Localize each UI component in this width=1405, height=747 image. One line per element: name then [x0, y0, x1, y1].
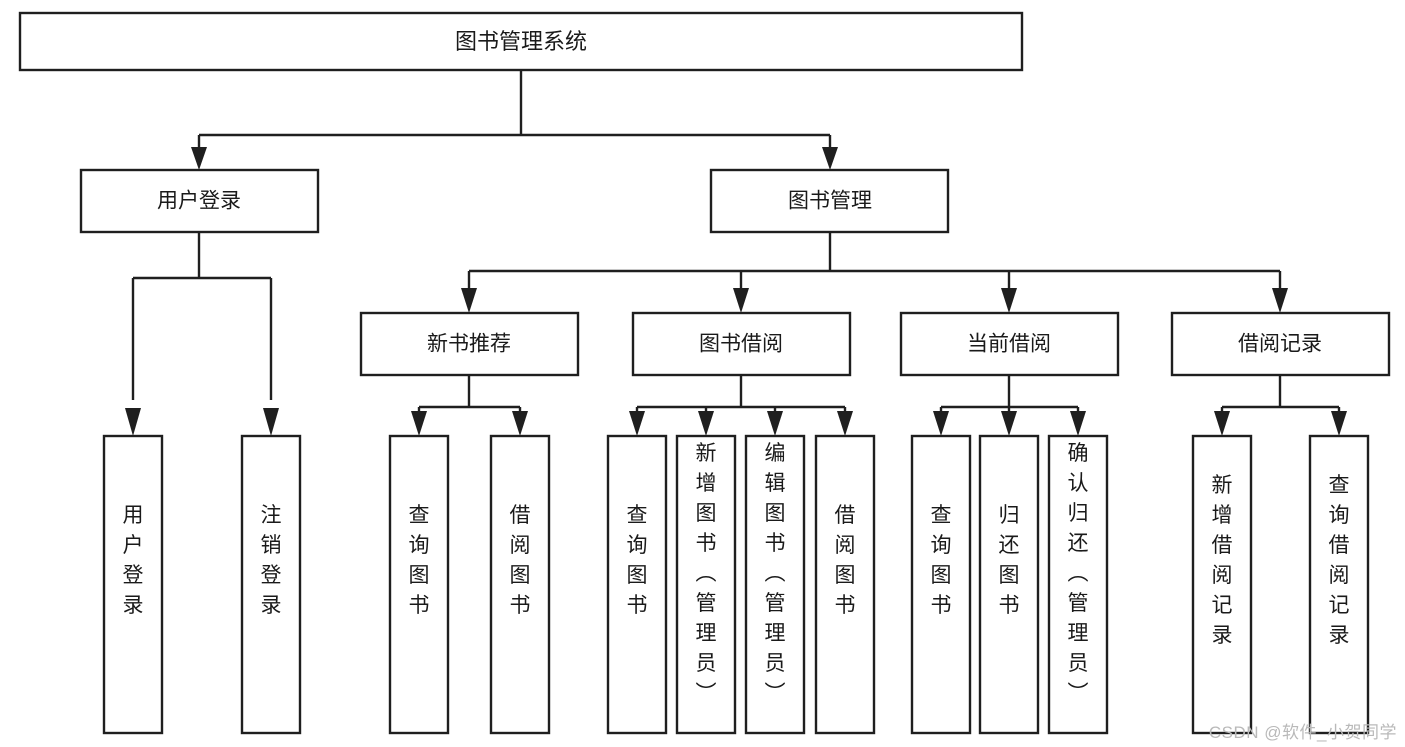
- node-borrow-record-box[interactable]: [1170, 311, 1391, 377]
- leaf-book-borrow-4[interactable]: 借阅图书: [814, 434, 876, 735]
- leaf-new-book-1-label: 查询图书: [409, 504, 430, 617]
- node-user-login[interactable]: 用户登录: [79, 168, 320, 234]
- arrow-head-book-manage: [822, 147, 838, 170]
- leaf-new-book-1[interactable]: 查询图书: [388, 434, 450, 735]
- leaf-borrow-record-2-label: 查询借阅记录: [1329, 474, 1350, 647]
- leaf-user-login-2-label: 注销登录: [261, 504, 282, 617]
- leaf-user-login-1[interactable]: 用户登录: [102, 434, 164, 735]
- arrow-head-leaf-user-login-2: [263, 408, 279, 436]
- arrow-head-leaf-user-login-1: [125, 408, 141, 436]
- leaf-book-borrow-4-box[interactable]: [814, 434, 876, 735]
- node-book-manage[interactable]: 图书管理: [709, 168, 950, 234]
- leaf-new-book-2-label: 借阅图书: [510, 504, 531, 617]
- leaf-current-borrow-3[interactable]: 确认归还︵管理员︶: [1047, 434, 1109, 735]
- node-current-borrow-label: 当前借阅: [967, 333, 1051, 356]
- arrow-head-leaf-book-borrow-4: [837, 411, 853, 436]
- arrow-head-current-borrow: [1001, 288, 1017, 313]
- leaf-book-borrow-1-box[interactable]: [606, 434, 668, 735]
- arrow-head-book-borrow: [733, 288, 749, 313]
- node-book-borrow[interactable]: 图书借阅: [631, 311, 852, 377]
- node-new-book-recommend-box[interactable]: [359, 311, 580, 377]
- node-book-manage-box[interactable]: [709, 168, 950, 234]
- arrow-head-user-login: [191, 147, 207, 170]
- node-user-login-box[interactable]: [79, 168, 320, 234]
- leaf-book-borrow-2-label: 新增图书︵管理员︶: [696, 442, 717, 705]
- leaf-book-borrow-1[interactable]: 查询图书: [606, 434, 668, 735]
- leaf-borrow-record-1[interactable]: 新增借阅记录: [1191, 434, 1253, 735]
- arrow-head-leaf-current-borrow-3: [1070, 411, 1086, 436]
- leaf-new-book-1-box[interactable]: [388, 434, 450, 735]
- arrow-head-new-book: [461, 288, 477, 313]
- arrow-head-leaf-book-borrow-3: [767, 411, 783, 436]
- leaf-book-borrow-2-box[interactable]: [675, 434, 737, 735]
- node-borrow-record[interactable]: 借阅记录: [1170, 311, 1391, 377]
- leaf-current-borrow-2[interactable]: 归还图书: [978, 434, 1040, 735]
- arrow-head-leaf-book-borrow-2: [698, 411, 714, 436]
- leaf-new-book-2[interactable]: 借阅图书: [489, 434, 551, 735]
- node-new-book-recommend-label: 新书推荐: [427, 333, 511, 356]
- leaf-current-borrow-2-box[interactable]: [978, 434, 1040, 735]
- arrow-head-leaf-book-borrow-1: [629, 411, 645, 436]
- leaf-book-borrow-4-label: 借阅图书: [835, 504, 856, 617]
- arrow-head-borrow-record: [1272, 288, 1288, 313]
- node-book-borrow-box[interactable]: [631, 311, 852, 377]
- node-root-box[interactable]: [18, 11, 1024, 72]
- leaf-current-borrow-1-box[interactable]: [910, 434, 972, 735]
- leaf-user-login-1-label: 用户登录: [123, 504, 144, 617]
- node-borrow-record-label: 借阅记录: [1238, 333, 1322, 356]
- leaf-borrow-record-2[interactable]: 查询借阅记录: [1308, 434, 1370, 735]
- leaf-borrow-record-2-box[interactable]: [1308, 434, 1370, 735]
- leaf-current-borrow-3-label: 确认归还︵管理员︶: [1068, 442, 1089, 705]
- connectors: [125, 70, 1347, 436]
- node-user-login-label: 用户登录: [157, 190, 241, 213]
- arrow-head-leaf-current-borrow-2: [1001, 411, 1017, 436]
- leaf-book-borrow-2[interactable]: 新增图书︵管理员︶: [675, 434, 737, 735]
- arrow-head-leaf-borrow-record-1: [1214, 411, 1230, 436]
- leaf-borrow-record-1-box[interactable]: [1191, 434, 1253, 735]
- leaf-user-login-2[interactable]: 注销登录: [240, 434, 302, 735]
- leaf-user-login-1-box[interactable]: [102, 434, 164, 735]
- arrow-head-leaf-new-book-2: [512, 411, 528, 436]
- csdn-watermark: CSDN @软件_小贺同学: [1208, 723, 1397, 742]
- node-book-borrow-label: 图书借阅: [699, 333, 783, 356]
- arrow-head-leaf-borrow-record-2: [1331, 411, 1347, 436]
- node-new-book-recommend[interactable]: 新书推荐: [359, 311, 580, 377]
- node-root[interactable]: 图书管理系统: [18, 11, 1024, 72]
- leaf-current-borrow-1-label: 查询图书: [931, 504, 952, 617]
- leaf-current-borrow-1[interactable]: 查询图书: [910, 434, 972, 735]
- arrow-head-leaf-current-borrow-1: [933, 411, 949, 436]
- leaf-new-book-2-box[interactable]: [489, 434, 551, 735]
- leaf-book-borrow-3-label: 编辑图书︵管理员︶: [765, 442, 786, 705]
- leaf-book-borrow-1-label: 查询图书: [627, 504, 648, 617]
- leaf-current-borrow-3-box[interactable]: [1047, 434, 1109, 735]
- node-book-manage-label: 图书管理: [788, 190, 872, 213]
- arrow-head-leaf-new-book-1: [411, 411, 427, 436]
- node-current-borrow[interactable]: 当前借阅: [899, 311, 1120, 377]
- leaf-book-borrow-3-box[interactable]: [744, 434, 806, 735]
- node-root-label: 图书管理系统: [455, 29, 587, 54]
- leaf-current-borrow-2-label: 归还图书: [999, 504, 1020, 617]
- leaf-user-login-2-box[interactable]: [240, 434, 302, 735]
- leaf-borrow-record-1-label: 新增借阅记录: [1212, 474, 1233, 647]
- node-current-borrow-box[interactable]: [899, 311, 1120, 377]
- leaf-book-borrow-3[interactable]: 编辑图书︵管理员︶: [744, 434, 806, 735]
